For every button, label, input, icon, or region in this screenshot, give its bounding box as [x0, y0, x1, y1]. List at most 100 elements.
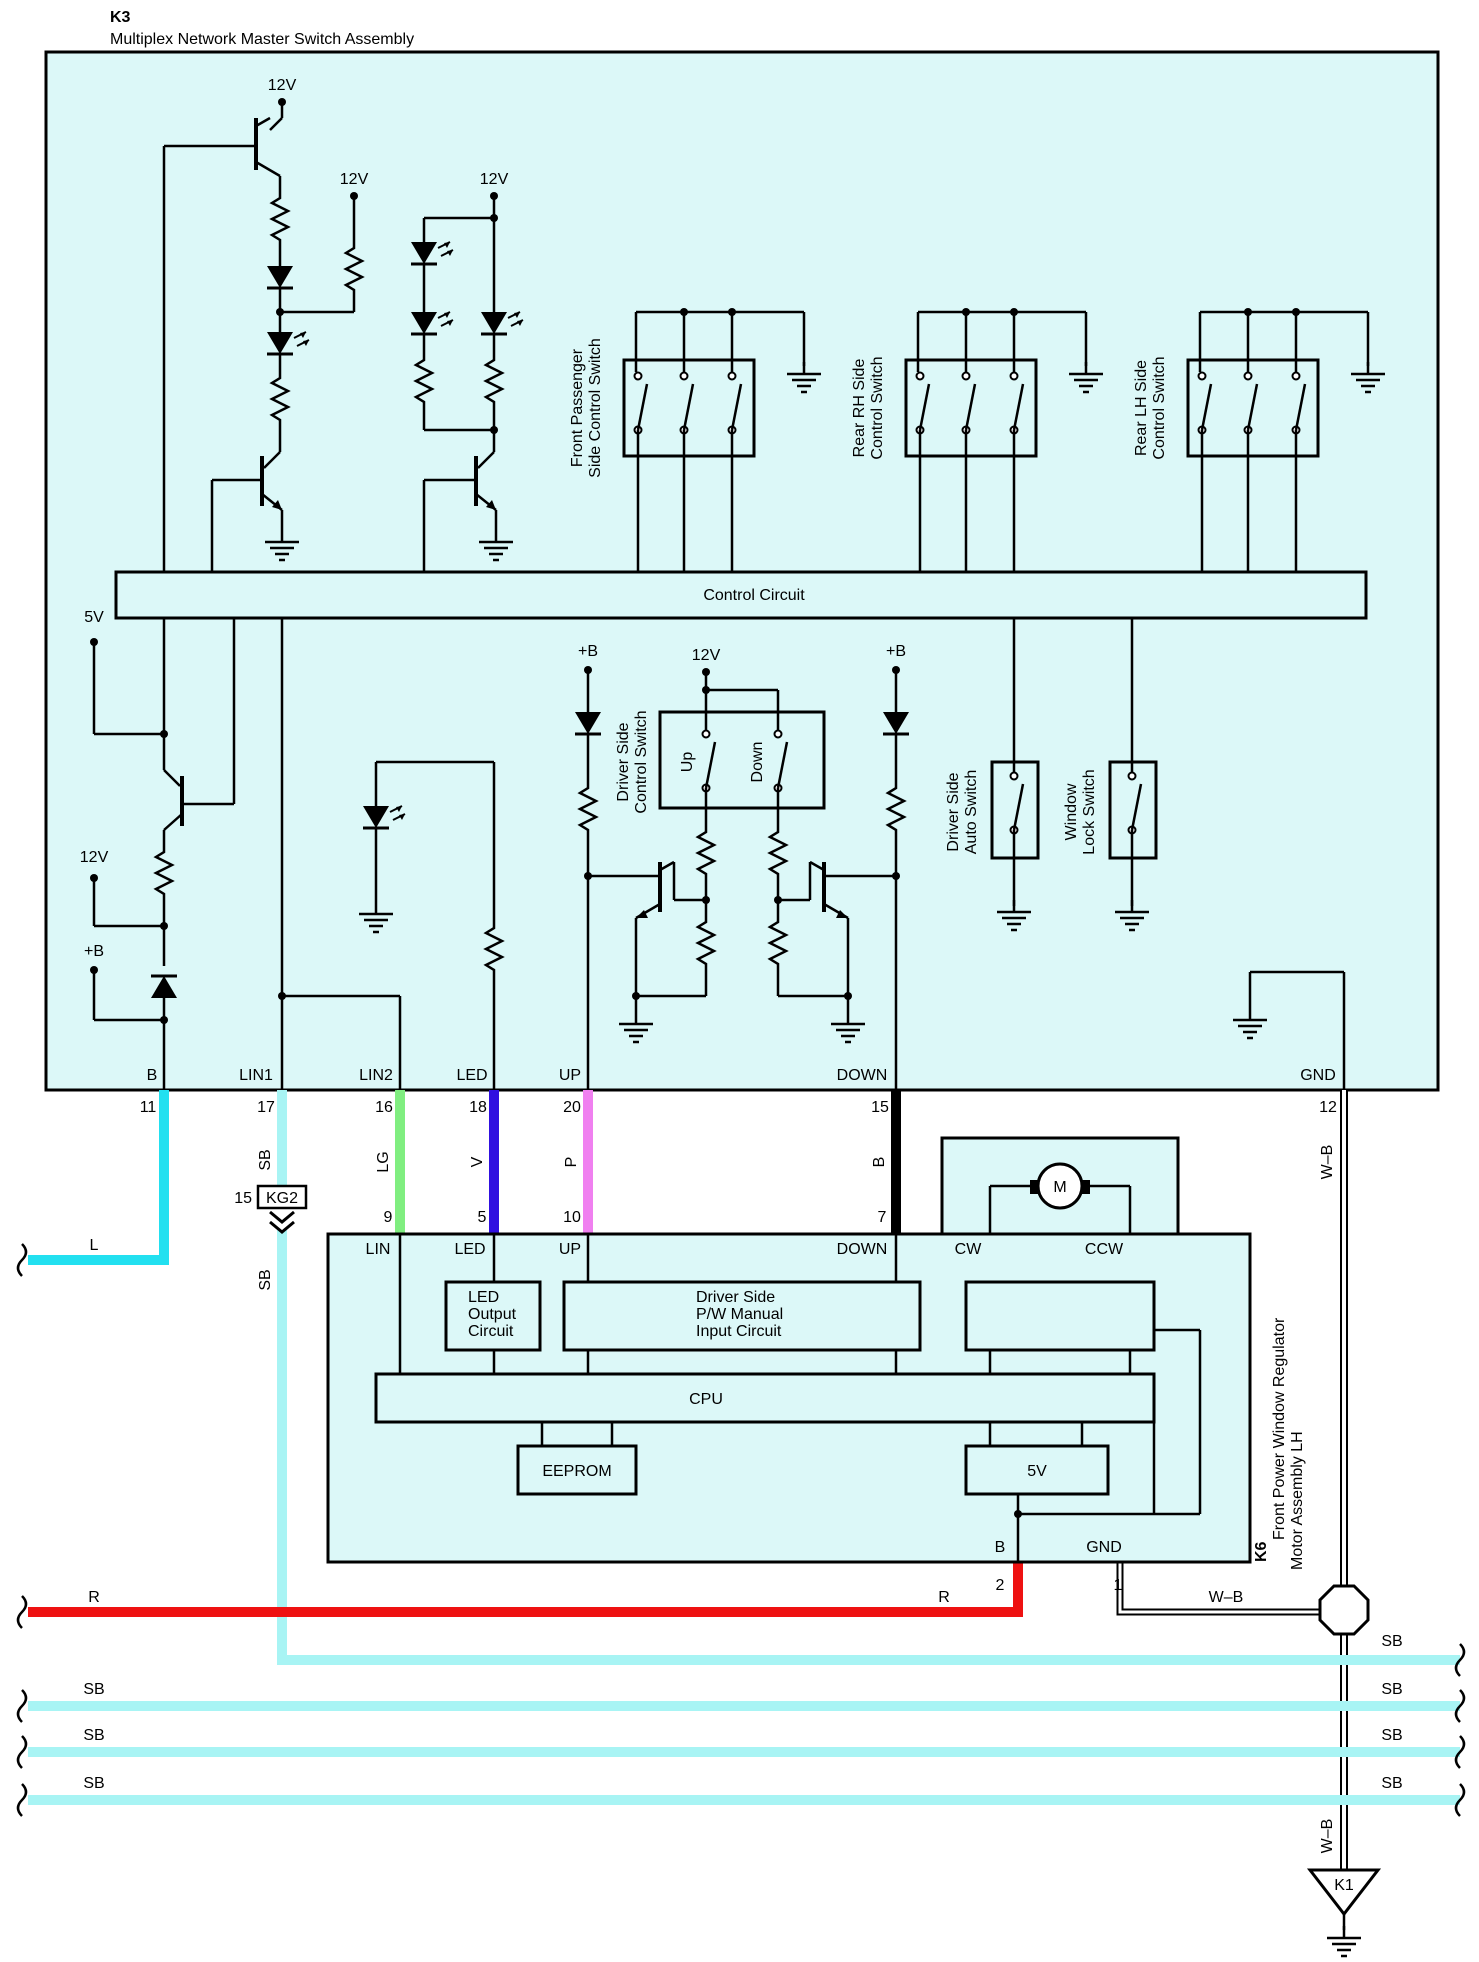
- motor-brush: [1030, 1180, 1038, 1194]
- wire: [255, 116, 271, 128]
- supply-b-label: +B: [578, 643, 598, 660]
- regulator-5v-label: 5V: [1027, 1463, 1047, 1480]
- auto-switch-label-line1: Driver Side: [945, 772, 962, 851]
- supply-b-label: +B: [886, 643, 906, 660]
- k6-terminal-lin: LIN: [366, 1241, 391, 1258]
- led-output-label-line3: Circuit: [468, 1323, 514, 1340]
- wire-label-b: B: [871, 1157, 888, 1168]
- switch-label-line1: Rear LH Side: [1133, 360, 1150, 456]
- k6-name-line2: Motor Assembly LH: [1289, 1431, 1306, 1570]
- break-mark: [16, 1735, 28, 1769]
- auto-switch-label-line2: Auto Switch: [963, 770, 980, 854]
- motor-label: M: [1053, 1179, 1066, 1196]
- wb-wire-stripe: [1118, 1562, 1320, 1614]
- wire-label-sb: SB: [83, 1681, 104, 1698]
- emitter-arrow: [836, 910, 848, 918]
- break-mark: [16, 1689, 28, 1723]
- supply-12v-node: [350, 192, 358, 200]
- supply-5v-label: 5V: [84, 609, 104, 626]
- k6-id: K6: [1253, 1541, 1270, 1562]
- wire-label-wb: W–B: [1319, 1145, 1336, 1180]
- k1-ground-label: K1: [1334, 1877, 1354, 1894]
- switch-label-line2: Control Switch: [1151, 356, 1168, 459]
- wire-label-sb: SB: [257, 1269, 274, 1290]
- supply-12v-label: 12V: [268, 77, 297, 94]
- wire-label-r: R: [938, 1589, 950, 1606]
- switch-label-line2: Side Control Switch: [587, 338, 604, 478]
- wire-label-wb: W–B: [1209, 1589, 1244, 1606]
- manual-input-label-line3: Input Circuit: [696, 1323, 782, 1340]
- k6-pin-up: 10: [563, 1209, 581, 1226]
- driver-side-switch-housing: [658, 710, 826, 810]
- k6-terminal-down: DOWN: [837, 1241, 888, 1258]
- wire: [255, 160, 281, 178]
- wire-label-sb: SB: [1381, 1775, 1402, 1792]
- manual-input-circuit-block: [562, 1280, 922, 1352]
- k6-terminal-cw: CW: [955, 1241, 983, 1258]
- k6-terminal-led: LED: [454, 1241, 485, 1258]
- k3-pin-lin2: 16: [375, 1099, 393, 1116]
- motor-driver-block: [964, 1280, 1156, 1352]
- wire-label-sb: SB: [1381, 1681, 1402, 1698]
- wire: [809, 860, 825, 872]
- motor-brush: [1082, 1180, 1090, 1194]
- k3-terminal-up: UP: [559, 1067, 581, 1084]
- k6-pin-gnd: 1: [1114, 1577, 1123, 1594]
- supply-b-label: +B: [84, 943, 104, 960]
- k3-pin-down: 15: [871, 1099, 889, 1116]
- lock-switch-label-line1: Window: [1063, 783, 1080, 840]
- rear-lh-switch-group: Rear LH Side Control Switch: [1133, 308, 1387, 572]
- k3-terminal-down: DOWN: [837, 1067, 888, 1084]
- wire-label-sb: SB: [83, 1727, 104, 1744]
- k3-terminal-lin2: LIN2: [359, 1067, 393, 1084]
- wire-label-sb: SB: [1381, 1727, 1402, 1744]
- k3-name: Multiplex Network Master Switch Assembly: [110, 31, 414, 48]
- wire-label-sb: SB: [83, 1775, 104, 1792]
- k3-pin-b: 11: [140, 1099, 157, 1116]
- k6-pin-lin: 9: [384, 1209, 393, 1226]
- wire: [659, 860, 675, 872]
- kg2-connector-label: KG2: [266, 1190, 298, 1207]
- junction: [490, 426, 498, 434]
- break-mark: [1454, 1735, 1466, 1769]
- k3-pin-led: 18: [469, 1099, 487, 1116]
- k6-terminal-gnd: GND: [1086, 1539, 1122, 1556]
- emitter-arrow: [486, 500, 496, 510]
- wire: [163, 813, 183, 831]
- k6-terminal-b: B: [995, 1539, 1006, 1556]
- break-mark: [16, 1595, 28, 1629]
- control-circuit-block: [114, 570, 1368, 620]
- k3-id: K3: [110, 9, 131, 26]
- break-mark: [16, 1243, 28, 1277]
- down-switch-label: Down: [749, 742, 766, 783]
- supply-12v-label: 12V: [480, 171, 509, 188]
- wire-label-l: L: [90, 1237, 99, 1254]
- regulator-5v-block: [964, 1444, 1110, 1496]
- wire: [163, 769, 181, 787]
- k3-pin-gnd: 12: [1319, 1099, 1337, 1116]
- l-wire: [28, 1090, 169, 1265]
- wire: [263, 451, 281, 469]
- k3-terminal-lin1: LIN1: [239, 1067, 273, 1084]
- led-output-label-line2: Output: [468, 1306, 517, 1323]
- front-passenger-switch-group: Front Passenger Side Control Switch: [569, 308, 823, 572]
- sb-wire: [277, 1230, 1460, 1665]
- connector-chevron-icon: [269, 1210, 295, 1234]
- k3-pin-up: 20: [563, 1099, 581, 1116]
- k3-terminal-gnd: GND: [1300, 1067, 1336, 1084]
- eeprom-label: EEPROM: [542, 1463, 611, 1480]
- up-switch-label: Up: [679, 752, 696, 773]
- rear-rh-switch-group: Rear RH Side Control Switch: [851, 308, 1105, 572]
- driver-switch-label-line1: Driver Side: [615, 722, 632, 801]
- splice-junction: [1318, 1584, 1370, 1636]
- led-output-circuit-block: [444, 1280, 542, 1352]
- k6-pin-led: 5: [478, 1209, 487, 1226]
- wire-label-sb: SB: [257, 1149, 274, 1170]
- control-circuit-label: Control Circuit: [703, 587, 805, 604]
- break-mark: [1454, 1643, 1466, 1677]
- emitter-arrow: [272, 500, 282, 510]
- break-mark: [1454, 1783, 1466, 1817]
- supply-12v-label: 12V: [692, 647, 721, 664]
- eeprom-block: [516, 1444, 638, 1496]
